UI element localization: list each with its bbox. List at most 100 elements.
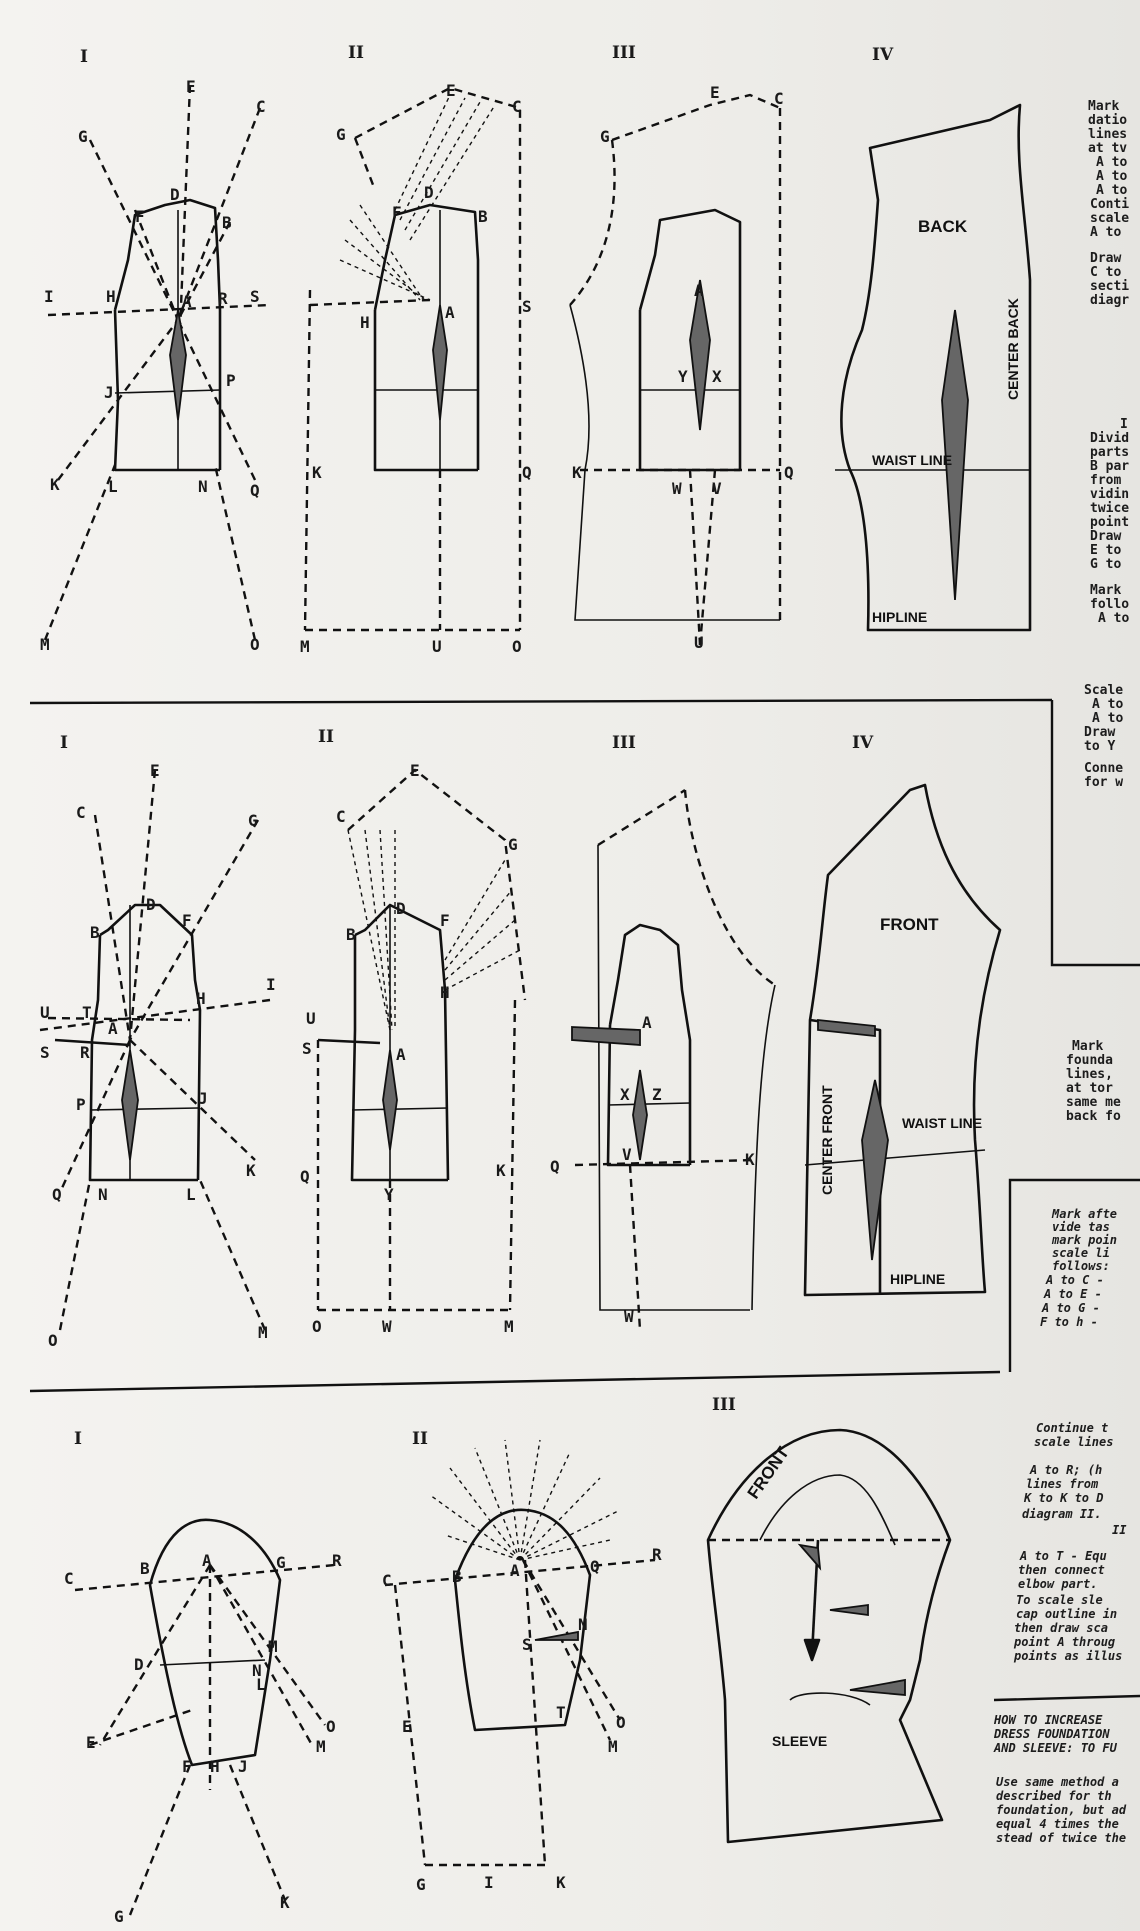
side-text-line: A to xyxy=(1096,169,1127,184)
side-text-line: Divid xyxy=(1090,431,1129,446)
back1-point-d: D xyxy=(170,185,180,204)
side-text-line: back fo xyxy=(1066,1109,1121,1124)
side-text-line: F to h - xyxy=(1040,1315,1098,1329)
side-text-line: Conti xyxy=(1090,197,1129,212)
front2-point-h: H xyxy=(440,983,450,1002)
sleeve1-point-g2: G xyxy=(114,1907,124,1926)
side-text: Mark datio lines at tv A to A to A to Co… xyxy=(993,99,1140,1845)
back-diagram-2: G E C D F B H A S K Q M U O xyxy=(300,81,532,656)
back2-point-c: C xyxy=(512,97,522,116)
sleeve1-point-m: M xyxy=(268,1637,278,1656)
side-text-line: A to R; (h xyxy=(1029,1463,1102,1477)
side-text-line: equal 4 times the xyxy=(996,1817,1119,1831)
front-section: I II III IV E C G D B F H xyxy=(39,727,1002,1350)
front-diagram-4: FRONT CENTER FRONT WAIST LINE HIPLINE xyxy=(803,783,1002,1297)
sleeve2-point-e: E xyxy=(402,1717,412,1736)
front-diagram-3: A X Z V Q K W xyxy=(550,789,776,1331)
sleeve2-point-k: K xyxy=(556,1873,566,1892)
back1-point-n: N xyxy=(198,477,208,496)
back1-point-j: J xyxy=(104,383,114,402)
back-numeral-2: II xyxy=(348,43,364,63)
sleeve1-point-g: G xyxy=(276,1553,286,1572)
back1-point-i: I xyxy=(44,287,54,306)
front1-point-o: O xyxy=(48,1331,58,1350)
section-divider-1 xyxy=(29,698,1053,705)
side-text-line: twice xyxy=(1090,501,1129,516)
front2-point-s: S xyxy=(302,1039,312,1058)
front1-point-k: K xyxy=(246,1161,256,1180)
front1-point-t: T xyxy=(82,1003,92,1022)
sleeve2-point-t: T xyxy=(556,1703,566,1722)
side-text-line: point A throug xyxy=(1013,1635,1115,1649)
side-heading-line: HOW TO INCREASE xyxy=(993,1713,1103,1727)
side-text-line: Use same method a xyxy=(996,1775,1119,1789)
side-text-line: I xyxy=(1120,417,1128,432)
back3-point-k: K xyxy=(572,463,582,482)
front1-point-q: Q xyxy=(52,1185,62,1204)
front1-point-l: L xyxy=(186,1185,196,1204)
front1-point-s: S xyxy=(40,1043,50,1062)
front2-point-q: Q xyxy=(300,1167,310,1186)
back1-point-h: H xyxy=(106,287,116,306)
side-text-line: vidin xyxy=(1090,487,1129,502)
side-text-line: E to xyxy=(1090,543,1121,558)
front2-point-b: B xyxy=(346,925,356,944)
back1-point-g: G xyxy=(78,127,88,146)
front1-point-h: H xyxy=(196,989,206,1008)
front2-point-o: O xyxy=(312,1317,322,1336)
sleeve2-point-a: A xyxy=(510,1561,520,1580)
sleeve2-point-b: B xyxy=(452,1567,462,1586)
front-numeral-1: I xyxy=(60,733,68,753)
sleeve-numeral-1: I xyxy=(74,1429,82,1449)
front1-point-r: R xyxy=(80,1043,90,1062)
side-text-line: for w xyxy=(1084,775,1123,790)
front2-point-k: K xyxy=(496,1161,506,1180)
side-text-line: Draw xyxy=(1090,251,1121,266)
back3-point-c: C xyxy=(774,89,784,108)
back1-point-o: O xyxy=(250,635,260,654)
front1-point-e: E xyxy=(150,761,160,780)
back2-point-d: D xyxy=(424,183,434,202)
side-text-line: vide tas xyxy=(1052,1220,1110,1234)
section-divider-2 xyxy=(29,1370,1001,1393)
front-hip-label: HIPLINE xyxy=(890,1271,945,1287)
center-back-label: CENTER BACK xyxy=(1005,298,1021,400)
sleeve2-point-q: Q xyxy=(590,1557,600,1576)
heading-rule xyxy=(993,1694,1140,1702)
sleeve1-point-m2: M xyxy=(316,1737,326,1756)
back1-point-q: Q xyxy=(250,481,260,500)
side-text-line: point xyxy=(1090,515,1129,530)
side-text-line: A to E - xyxy=(1043,1287,1102,1301)
front2-point-e: E xyxy=(410,761,420,780)
sleeve2-point-s: S xyxy=(522,1635,532,1654)
center-front-label: CENTER FRONT xyxy=(819,1085,835,1195)
front3-point-a: A xyxy=(642,1013,652,1032)
front-diagram-1: E C G D B F H I U T S R A P J K Q N L O … xyxy=(39,761,276,1350)
front3-point-q: Q xyxy=(550,1157,560,1176)
side-text-line: G to xyxy=(1090,557,1121,572)
back-diagram-4: BACK CENTER BACK WAIST LINE HIPLINE xyxy=(835,103,1032,632)
back1-point-k: K xyxy=(50,475,60,494)
side-text-line: foundation, but ad xyxy=(996,1803,1127,1817)
front1-point-n: N xyxy=(98,1185,108,1204)
side-text-line: points as illus xyxy=(1013,1649,1122,1663)
side-text-line: stead of twice the xyxy=(996,1831,1126,1845)
back3-point-x: X xyxy=(712,367,722,386)
side-text-line: Mark xyxy=(1072,1039,1103,1054)
sleeve-diagram-2: C B A Q R S N T O E M G I K xyxy=(382,1439,662,1894)
sleeve-numeral-2: II xyxy=(412,1429,428,1449)
side-text-line: then draw sca xyxy=(1014,1621,1108,1635)
side-heading-line: AND SLEEVE: TO FU xyxy=(993,1741,1118,1755)
back2-point-b: B xyxy=(478,207,488,226)
front1-point-j: J xyxy=(198,1089,208,1108)
front1-point-p: P xyxy=(76,1095,86,1114)
side-text-line: at tor xyxy=(1066,1081,1113,1096)
back2-point-k: K xyxy=(312,463,322,482)
side-text-line: A to G - xyxy=(1041,1301,1100,1315)
side-text-line: A to xyxy=(1090,225,1121,240)
front2-point-c: C xyxy=(336,807,346,826)
side-text-line: diagr xyxy=(1090,293,1129,308)
sleeve-section: I II III C B A G R D M L N O E F xyxy=(64,1395,952,1926)
